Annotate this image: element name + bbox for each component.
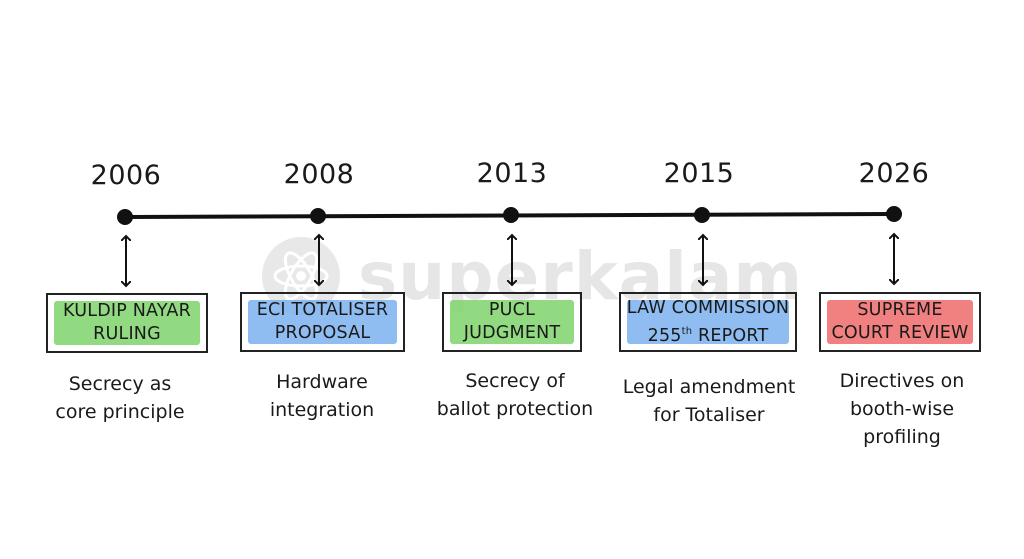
year-label: 2008: [283, 159, 355, 190]
timeline-dot-2015: [694, 207, 710, 223]
event-card-kuldip-nayar: KULDIP NAYAR RULING: [46, 293, 208, 353]
event-description: Hardware integration: [269, 371, 375, 421]
event-card-eci-totaliser: ECI TOTALISER PROPOSAL: [240, 292, 405, 352]
year-label: 2013: [476, 158, 548, 189]
highlight-fill: [54, 301, 200, 345]
event-title-line2: REPORT: [692, 325, 769, 346]
year-label: 2015: [663, 158, 735, 189]
timeline-dot-2026: [886, 206, 902, 222]
event-description: Secrecy as core principle: [55, 373, 185, 423]
event-title: ECI TOTALISER PROPOSAL: [256, 300, 389, 343]
event-title-line1: LAW COMMISSION: [626, 297, 790, 318]
event-title: PUCL JUDGMENT: [463, 300, 561, 343]
highlight-fill: [827, 300, 973, 344]
timeline-dot-2008: [310, 208, 326, 224]
timeline-dot-2006: [117, 209, 133, 225]
timeline-dot-2013: [503, 207, 519, 223]
event-title-suffix: th: [681, 325, 693, 337]
year-label: 2026: [858, 158, 930, 189]
highlight-fill: [627, 300, 789, 344]
event-card-law-commission: LAW COMMISSION 255th REPORT: [619, 292, 797, 352]
event-title: LAW COMMISSION 255th REPORT: [627, 297, 789, 348]
event-description: Secrecy of ballot protection: [436, 370, 594, 420]
event-card-pucl-judgment: PUCL JUDGMENT: [442, 292, 582, 352]
event-description: Directives on booth-wise profiling: [839, 370, 965, 448]
year-label: 2006: [90, 160, 162, 191]
event-title-number: 255: [647, 325, 682, 346]
event-description: Legal amendment for Totaliser: [622, 376, 796, 426]
highlight-fill: [248, 300, 397, 344]
highlight-fill: [450, 300, 574, 344]
event-title: KULDIP NAYAR RULING: [63, 301, 191, 344]
event-card-supreme-court: SUPREME COURT REVIEW: [819, 292, 981, 352]
event-title: SUPREME COURT REVIEW: [831, 300, 969, 343]
